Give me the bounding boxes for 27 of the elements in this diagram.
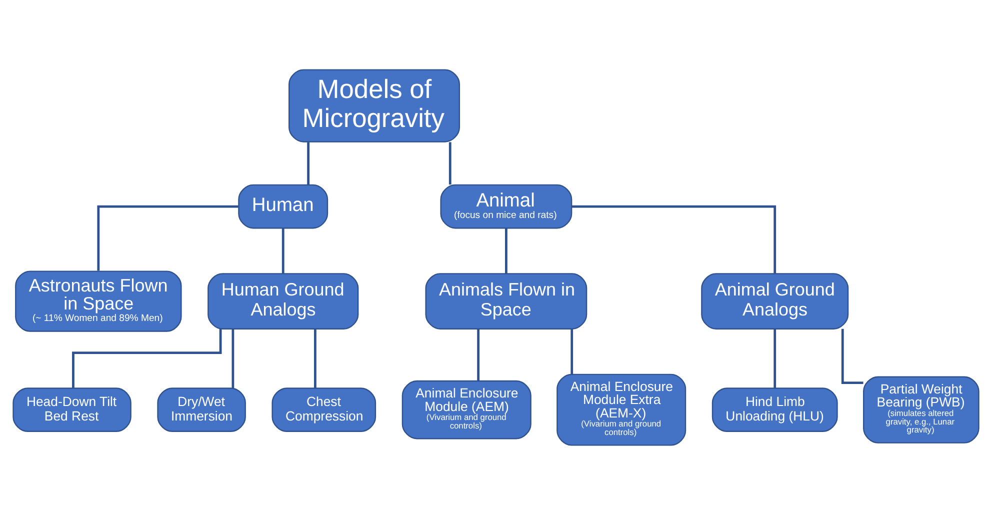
connector bbox=[505, 228, 508, 274]
connector bbox=[282, 228, 284, 274]
connector bbox=[97, 204, 238, 270]
connector bbox=[72, 328, 222, 388]
connector bbox=[774, 328, 776, 388]
connector bbox=[841, 328, 864, 384]
connector bbox=[314, 328, 316, 388]
connector bbox=[307, 142, 310, 184]
node-box: Animals Flown in Space bbox=[425, 272, 588, 329]
connector bbox=[477, 328, 480, 380]
node-box: Animal (focus on mice and rats) bbox=[440, 184, 572, 228]
node-box: Head-Down Tilt Bed Rest bbox=[12, 387, 132, 432]
connector bbox=[448, 142, 452, 184]
node-box: Models of Microgravity bbox=[288, 68, 460, 142]
node-box: Chest Compression bbox=[272, 387, 376, 432]
connector bbox=[232, 328, 234, 388]
node-box: Dry/Wet Immersion bbox=[157, 387, 246, 432]
node-box: Hind Limb Unloading (HLU) bbox=[712, 387, 838, 432]
node-box: Animal Enclosure Module Extra (AEM-X) (Vivarium and ground controls) bbox=[556, 373, 686, 446]
node-box: Astronauts Flown in Space (~ 11% Women and 89% Men) bbox=[15, 270, 182, 332]
node-box: Animal Enclosure Module (AEM) (Vivarium and ground controls) bbox=[402, 380, 532, 439]
connector bbox=[572, 204, 776, 273]
connector bbox=[570, 328, 574, 374]
node-box: Human bbox=[238, 184, 328, 228]
node-box: Human Ground Analogs bbox=[208, 272, 359, 329]
node-box: Partial Weight Bearing (PWB) (simulates altered gravity, e.g., Lunar gravity) bbox=[863, 376, 980, 443]
node-box: Animal Ground Analogs bbox=[701, 272, 849, 329]
